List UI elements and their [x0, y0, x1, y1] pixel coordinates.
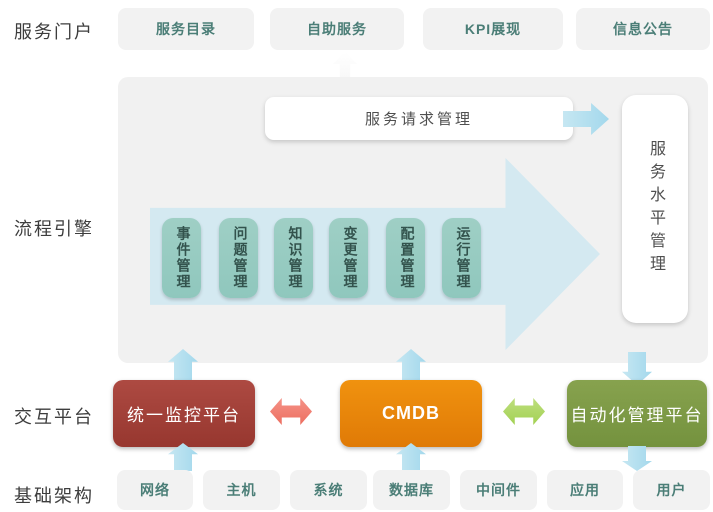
- row-label-portal: 服务门户: [14, 22, 94, 42]
- infra-to-cmdb-arrow-icon: [396, 443, 426, 471]
- row-label-interaction: 交互平台: [14, 407, 94, 427]
- automation-platform-box: 自动化管理平台: [567, 380, 707, 447]
- automation-to-infra-arrow-icon: [622, 446, 652, 471]
- service-request-box: 服务请求管理: [265, 97, 573, 140]
- infra-box-database: 数据库: [373, 470, 450, 510]
- portal-box-service-catalog: 服务目录: [118, 8, 254, 50]
- infra-box-host: 主机: [203, 470, 280, 510]
- process-box-configuration: 配置管理: [386, 218, 425, 298]
- process-box-operations: 运行管理: [442, 218, 481, 298]
- infra-to-monitoring-arrow-icon: [168, 443, 198, 471]
- infra-box-middleware: 中间件: [460, 470, 537, 510]
- row-label-infrastructure: 基础架构: [14, 486, 94, 506]
- service-level-box: 服务水平管理: [622, 95, 688, 323]
- row-label-engine: 流程引擎: [14, 219, 94, 239]
- infra-box-user: 用户: [633, 470, 710, 510]
- portal-box-info-bulletin: 信息公告: [576, 8, 710, 50]
- monitoring-cmdb-double-arrow-icon: [270, 398, 312, 425]
- cmdb-box: CMDB: [340, 380, 482, 447]
- process-box-incident: 事件管理: [162, 218, 201, 298]
- process-box-problem: 问题管理: [219, 218, 258, 298]
- portal-box-kpi-display: KPI展现: [423, 8, 563, 50]
- monitoring-platform-box: 统一监控平台: [113, 380, 255, 447]
- process-box-knowledge: 知识管理: [274, 218, 313, 298]
- infra-box-application: 应用: [547, 470, 623, 510]
- infra-box-network: 网络: [117, 470, 193, 510]
- infra-box-system: 系统: [290, 470, 367, 510]
- portal-box-self-service: 自助服务: [270, 8, 404, 50]
- cmdb-automation-double-arrow-icon: [503, 398, 545, 425]
- process-box-change: 变更管理: [329, 218, 368, 298]
